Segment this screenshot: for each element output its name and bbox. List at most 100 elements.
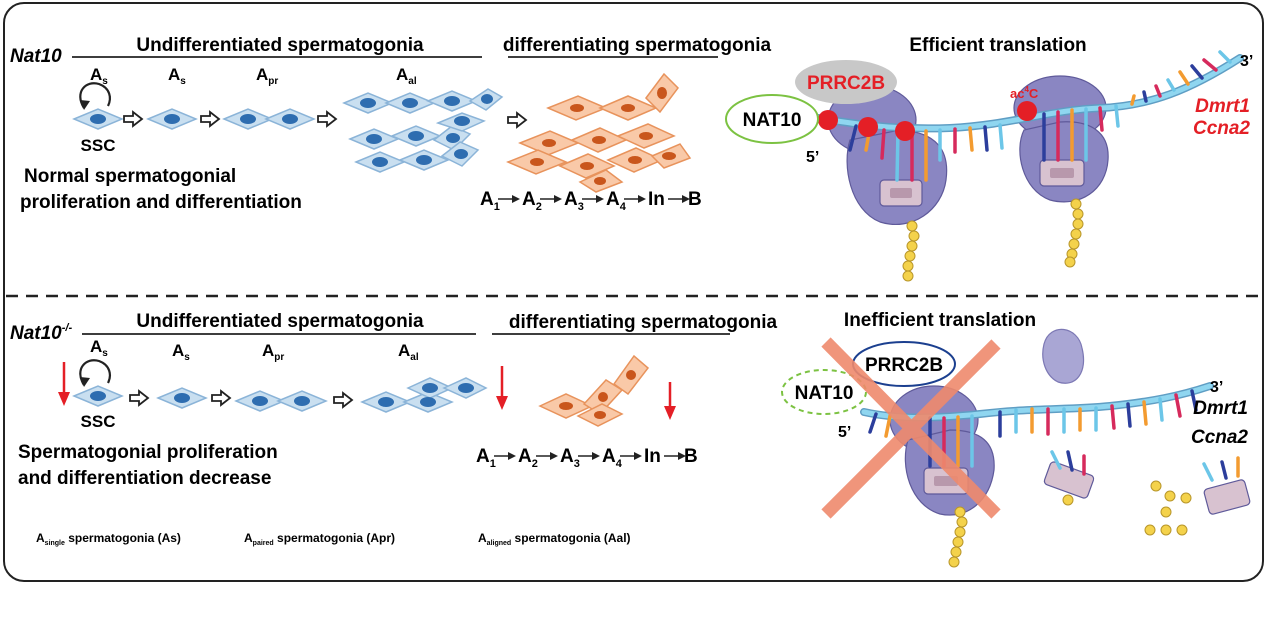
sequence-arrowhead-icon bbox=[512, 195, 520, 203]
hollow-arrow-icon bbox=[129, 389, 150, 407]
undiff-title: Undifferentiated spermatogonia bbox=[136, 311, 424, 332]
stage-label-aal: Aal bbox=[398, 341, 419, 363]
self-renewal-arrow-icon bbox=[79, 82, 111, 109]
hollow-arrow-icon bbox=[507, 111, 528, 129]
ac4c-label: ac4C bbox=[1010, 85, 1039, 101]
sequence-stage-label: A2 bbox=[518, 446, 538, 470]
genotype-label: Nat10 bbox=[10, 46, 62, 67]
bottom-panel: Nat10-/- Undifferentiated spermatogonia … bbox=[10, 310, 1251, 568]
ssc-cell bbox=[72, 385, 124, 407]
apr-cells bbox=[222, 108, 316, 130]
sequence-stage-label: A1 bbox=[476, 446, 496, 470]
peptide-chain-icon bbox=[1064, 198, 1084, 268]
ssc-label: SSC bbox=[81, 136, 116, 155]
codon-ticks bbox=[868, 389, 1198, 468]
cross-icon bbox=[821, 337, 1001, 519]
peptide-chain-icon bbox=[948, 506, 968, 568]
red-down-arrow-icon bbox=[58, 362, 70, 406]
legend: Asingle spermatogonia (As) Apaired sperma… bbox=[36, 531, 631, 547]
sequence-arrowhead-icon bbox=[678, 452, 686, 460]
three-prime-label: 3’ bbox=[1240, 53, 1253, 70]
stage-label-as-ssc: As bbox=[90, 65, 108, 87]
diff-title: differentiating spermatogonia bbox=[503, 35, 772, 56]
gene-dmrt1: Dmrt1 bbox=[1193, 398, 1248, 419]
sequence-stage-label: A1 bbox=[480, 189, 500, 213]
self-renewal-arrowhead-icon bbox=[80, 100, 90, 110]
red-down-arrow-icon bbox=[496, 366, 508, 410]
sequence-stage-label: B bbox=[684, 446, 698, 467]
stage-label-as: As bbox=[168, 65, 186, 87]
apr-cells bbox=[234, 390, 328, 412]
hollow-arrow-icon bbox=[200, 110, 221, 128]
differentiation-sequence: A1 A2 A3 A4 In B bbox=[476, 446, 698, 470]
diff-nuclei bbox=[559, 370, 636, 419]
undiff-title: Undifferentiated spermatogonia bbox=[136, 35, 424, 56]
prrc2b-protein bbox=[795, 60, 897, 104]
sequence-stage-label: A3 bbox=[564, 189, 584, 213]
sequence-arrowhead-icon bbox=[554, 195, 562, 203]
aal-nuclei bbox=[378, 383, 474, 407]
legend-item: Apaired spermatogonia (Apr) bbox=[244, 531, 395, 547]
stage-label-as: As bbox=[172, 341, 190, 363]
peptide-chain-icon bbox=[902, 220, 920, 282]
caption-line1: Normal spermatogonial bbox=[24, 166, 236, 187]
as-cell bbox=[156, 387, 208, 409]
codon-ticks bbox=[848, 50, 1232, 182]
caption-line2: proliferation and differentiation bbox=[20, 192, 302, 213]
nat10-label: NAT10 bbox=[795, 383, 854, 404]
free-trna-complex bbox=[1043, 450, 1095, 506]
sequence-arrowhead-icon bbox=[550, 452, 558, 460]
nat10-label: NAT10 bbox=[743, 110, 802, 131]
self-renewal-arrowhead-icon bbox=[80, 377, 90, 387]
gene-ccna2: Ccna2 bbox=[1191, 427, 1248, 448]
sequence-stage-label: A4 bbox=[602, 446, 623, 470]
three-prime-label: 3’ bbox=[1210, 379, 1223, 396]
translation-title: Inefficient translation bbox=[844, 310, 1036, 331]
sequence-stage-label: In bbox=[644, 446, 661, 467]
ssc-cell bbox=[72, 108, 124, 130]
free-amino-acids bbox=[1144, 480, 1192, 536]
ssc-label: SSC bbox=[81, 412, 116, 431]
prrc2b-label: PRRC2B bbox=[807, 73, 885, 94]
sequence-arrowhead-icon bbox=[682, 195, 690, 203]
sequence-arrowhead-icon bbox=[638, 195, 646, 203]
as-cell bbox=[146, 108, 198, 130]
sequence-stage-label: A3 bbox=[560, 446, 580, 470]
diff-title: differentiating spermatogonia bbox=[509, 312, 778, 333]
legend-item: Aaligned spermatogonia (Aal) bbox=[478, 531, 631, 547]
nat10-protein bbox=[781, 369, 867, 415]
self-renewal-arrow-icon bbox=[79, 359, 111, 386]
sequence-arrowhead-icon bbox=[592, 452, 600, 460]
sequence-stage-label: In bbox=[648, 189, 665, 210]
five-prime-label: 5’ bbox=[806, 149, 819, 166]
stage-label-apr: Apr bbox=[262, 341, 284, 363]
translation-title: Efficient translation bbox=[909, 35, 1086, 56]
differentiation-sequence: A1 A2 A3 A4 In B bbox=[480, 189, 702, 213]
diff-cells bbox=[506, 72, 692, 193]
sequence-stage-label: A2 bbox=[522, 189, 542, 213]
free-trna-complex bbox=[1202, 456, 1251, 515]
hollow-arrow-icon bbox=[333, 391, 354, 409]
caption-line1: Spermatogonial proliferation bbox=[18, 442, 278, 463]
detached-ribosome-subunit bbox=[1042, 328, 1085, 384]
sequence-stage-label: A4 bbox=[606, 189, 627, 213]
nat10-protein bbox=[725, 94, 819, 144]
sequence-stage-label: B bbox=[688, 189, 702, 210]
legend-item: Asingle spermatogonia (As) bbox=[36, 531, 181, 547]
caption-line2: and differentiation decrease bbox=[18, 468, 271, 489]
genotype-label: Nat10-/- bbox=[10, 322, 72, 344]
gene-ccna2: Ccna2 bbox=[1193, 118, 1250, 139]
sequence-arrowhead-icon bbox=[634, 452, 642, 460]
prrc2b-label: PRRC2B bbox=[865, 355, 943, 376]
stage-label-as-ssc: As bbox=[90, 337, 108, 359]
hollow-arrow-icon bbox=[211, 389, 232, 407]
red-down-arrow-icon bbox=[664, 382, 676, 420]
stage-label-aal: Aal bbox=[396, 65, 417, 87]
sequence-arrowhead-icon bbox=[508, 452, 516, 460]
aal-nuclei bbox=[360, 94, 493, 167]
diff-nuclei bbox=[530, 87, 676, 185]
stage-label-apr: Apr bbox=[256, 65, 278, 87]
gene-dmrt1: Dmrt1 bbox=[1195, 96, 1250, 117]
